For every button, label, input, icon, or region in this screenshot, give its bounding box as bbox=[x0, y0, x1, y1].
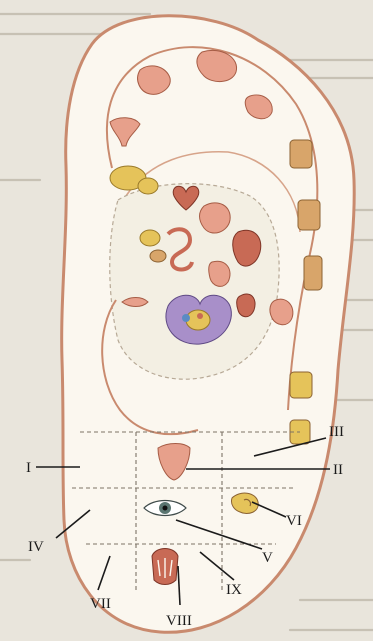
shoulder-icon bbox=[270, 299, 293, 325]
label-III: III bbox=[329, 424, 344, 440]
label-II: II bbox=[333, 462, 343, 478]
hand-icon bbox=[138, 66, 171, 94]
stomach-icon bbox=[200, 203, 231, 233]
label-V: V bbox=[262, 550, 273, 566]
label-IV: IV bbox=[28, 539, 44, 555]
concha bbox=[110, 184, 279, 380]
label-I: I bbox=[26, 460, 31, 476]
label-IX: IX bbox=[226, 582, 242, 598]
teeth-icon bbox=[152, 549, 178, 585]
pancreas-icon bbox=[209, 261, 230, 286]
label-VIII: VIII bbox=[166, 613, 192, 629]
label-VII: VII bbox=[90, 596, 111, 612]
label-VI: VI bbox=[286, 513, 302, 529]
kidney-icon bbox=[237, 294, 255, 317]
